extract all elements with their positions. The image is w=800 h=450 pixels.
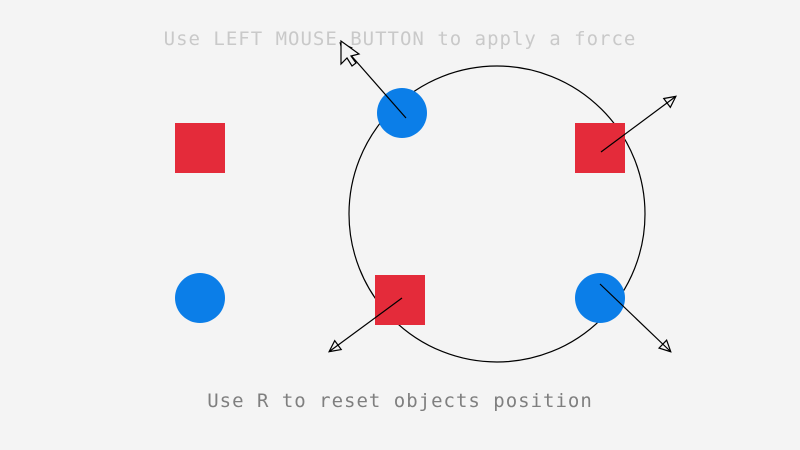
mouse-pointer-icon xyxy=(340,39,361,67)
body-circle-ring-bottomright[interactable] xyxy=(575,273,625,323)
force-arrow-bottom-square xyxy=(330,297,403,351)
force-arrow-right-square xyxy=(600,97,675,153)
force-arrow-bottomright-circle xyxy=(599,283,670,351)
body-square-ring-right[interactable] xyxy=(575,123,625,173)
constraint-ring xyxy=(348,65,646,363)
body-square-free-left[interactable] xyxy=(175,123,225,173)
body-circle-free-left[interactable] xyxy=(175,273,225,323)
